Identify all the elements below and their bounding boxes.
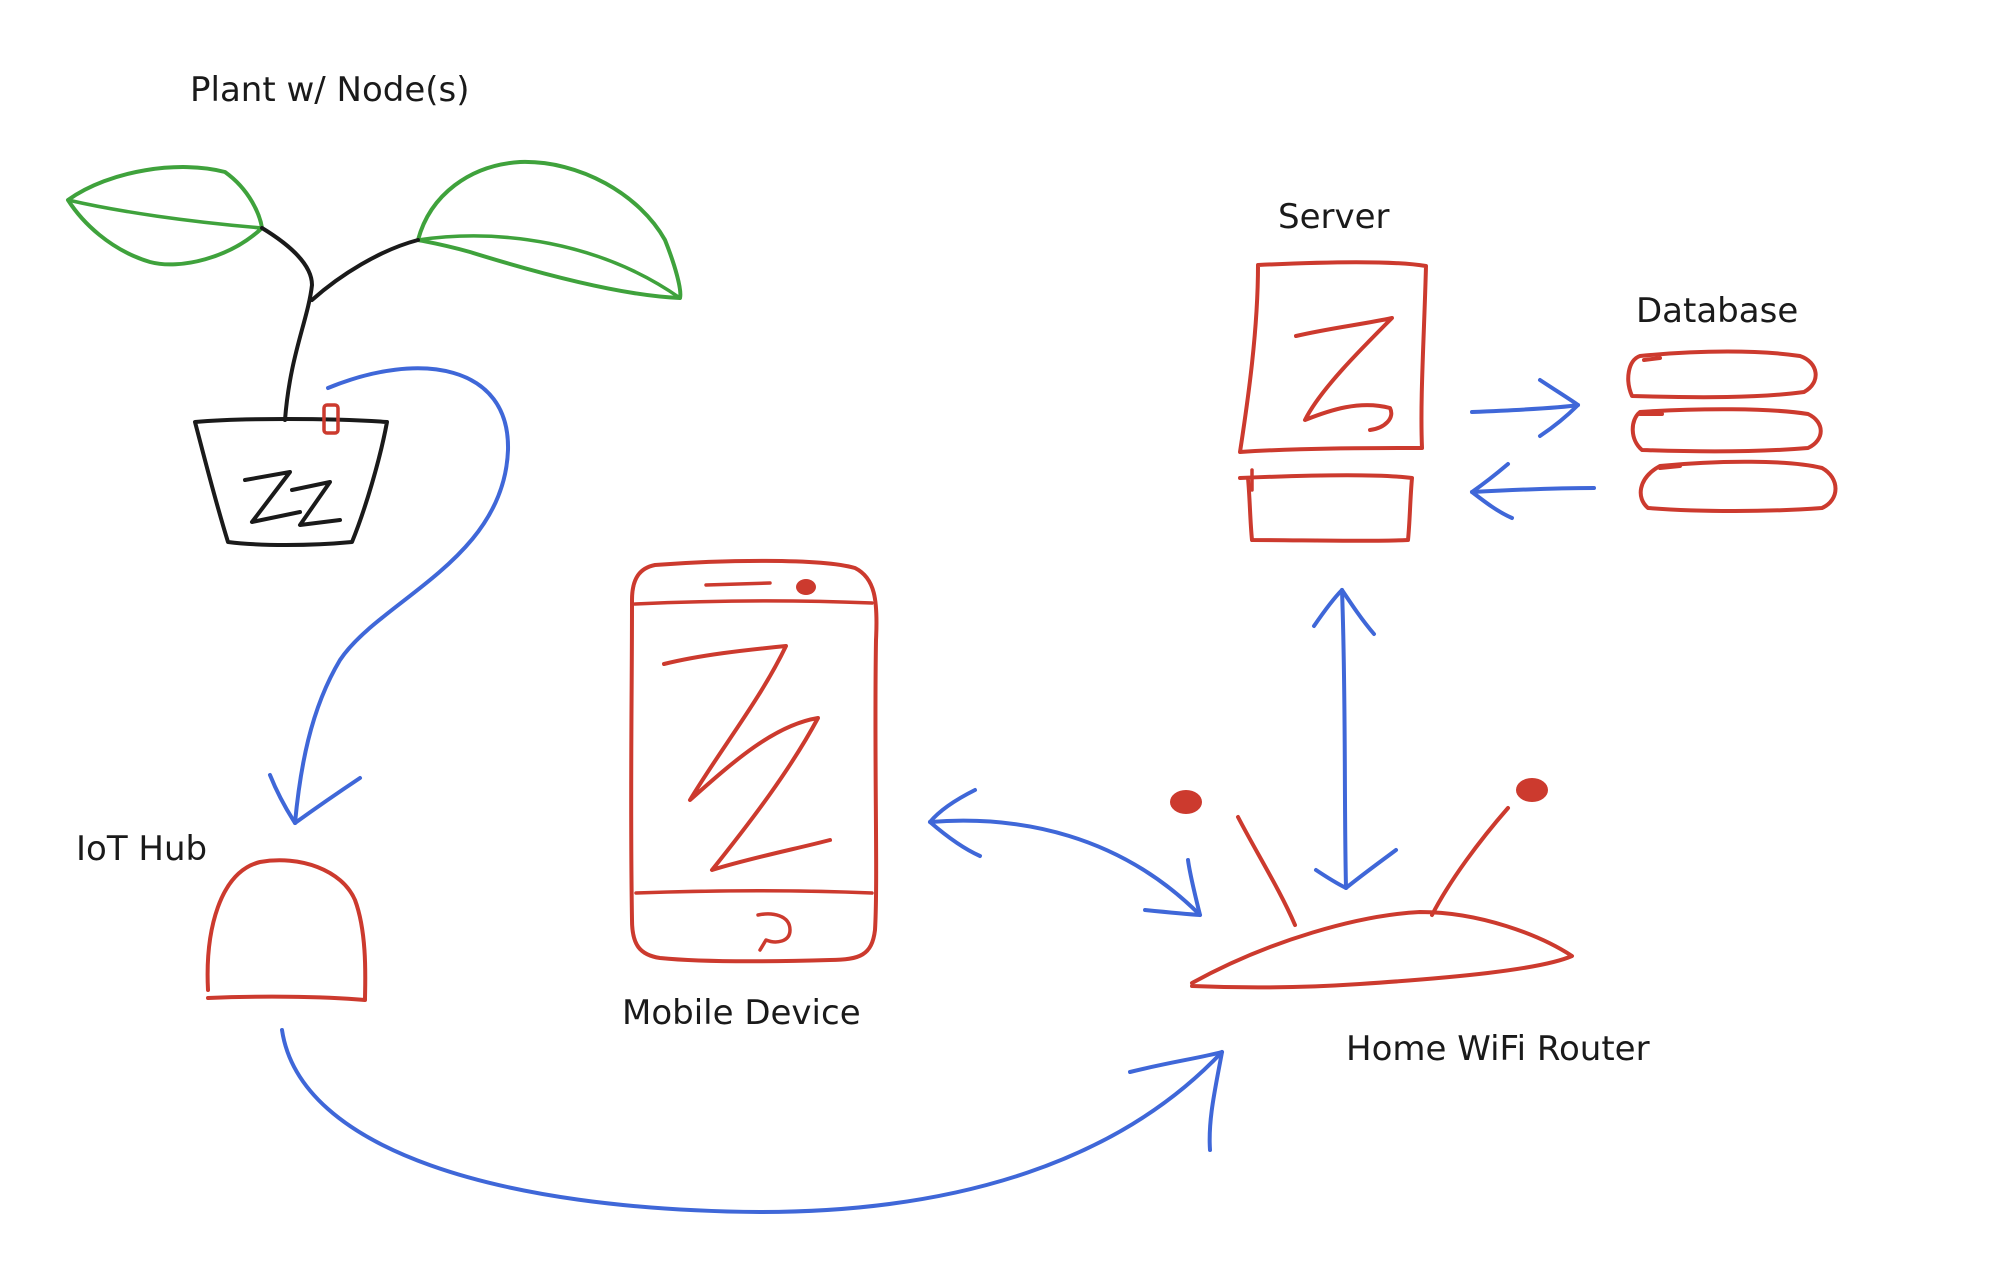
connections — [268, 366, 1596, 1214]
plant-stem — [260, 226, 314, 422]
edge-router-server — [1312, 588, 1398, 890]
right-leaf — [416, 159, 683, 300]
database-icon — [1626, 349, 1838, 513]
database-label: Database — [1636, 291, 1798, 331]
mobile-device-node: Mobile Device — [622, 558, 879, 1033]
potted-plant-icon — [66, 159, 683, 547]
wifi-router-icon — [1170, 778, 1574, 990]
plant-node: Plant w/ Node(s) — [66, 70, 683, 547]
plant-pot — [193, 417, 389, 547]
edge-db-to-server — [1470, 462, 1596, 520]
mobile-device-label: Mobile Device — [622, 993, 861, 1033]
hub-dome-icon — [205, 858, 368, 1002]
wifi-router-node: Home WiFi Router — [1170, 778, 1650, 1069]
server-icon — [1238, 260, 1428, 543]
database-node: Database — [1626, 291, 1838, 513]
edge-server-to-db — [1470, 378, 1580, 438]
router-label: Home WiFi Router — [1346, 1029, 1650, 1069]
server-label: Server — [1278, 197, 1390, 237]
edge-plant-to-hub — [268, 366, 511, 825]
smartphone-icon — [629, 558, 879, 964]
router-antenna-left — [1170, 790, 1202, 814]
plant-label: Plant w/ Node(s) — [190, 70, 470, 110]
edge-mobile-router — [928, 788, 1202, 917]
router-antenna-right — [1516, 778, 1548, 802]
iot-hub-label: IoT Hub — [76, 829, 207, 869]
sensor-node-icon — [322, 403, 340, 435]
server-node: Server — [1238, 197, 1428, 543]
iot-hub-node: IoT Hub — [76, 829, 368, 1002]
edge-hub-to-router — [280, 1028, 1224, 1214]
